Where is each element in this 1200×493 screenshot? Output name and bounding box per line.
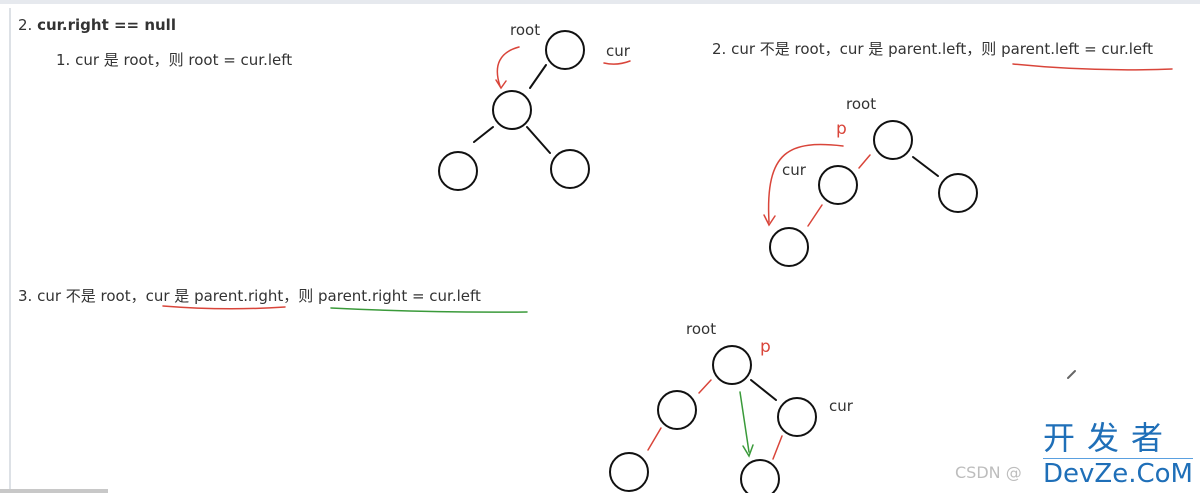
logo-en: DevZe.CoM	[1043, 458, 1193, 489]
case3-tree	[609, 345, 817, 493]
quote-rule	[9, 8, 11, 493]
case1-cur-label: cur	[606, 42, 631, 60]
case3-text: 3. cur 不是 root，cur 是 parent.right，则 pare…	[18, 287, 481, 305]
case1-root-label: root	[510, 21, 540, 39]
case3-p-label: p	[760, 337, 771, 357]
case2-root-label: root	[846, 95, 876, 113]
case2-cur-label: cur	[782, 161, 807, 179]
csdn-watermark: CSDN @	[955, 463, 1022, 482]
heading-number: 2.	[18, 16, 33, 34]
logo-cn: 开发者	[1043, 419, 1176, 457]
case1-text: 1. cur 是 root，则 root = cur.left	[56, 51, 293, 69]
heading-title: cur.right == null	[37, 16, 176, 34]
case2-text: 2. cur 不是 root，cur 是 parent.left，则 paren…	[712, 40, 1154, 58]
heading: 2. cur.right == null	[18, 16, 176, 34]
case1-tree	[438, 30, 590, 191]
case2-tree	[769, 120, 978, 267]
case2-p-label: p	[836, 119, 847, 139]
case3-root-label: root	[686, 320, 716, 338]
case3-cur-label: cur	[829, 397, 854, 415]
horizontal-scrollbar[interactable]	[0, 489, 108, 493]
top-bar	[0, 0, 1200, 4]
pencil-icon	[1067, 370, 1076, 379]
